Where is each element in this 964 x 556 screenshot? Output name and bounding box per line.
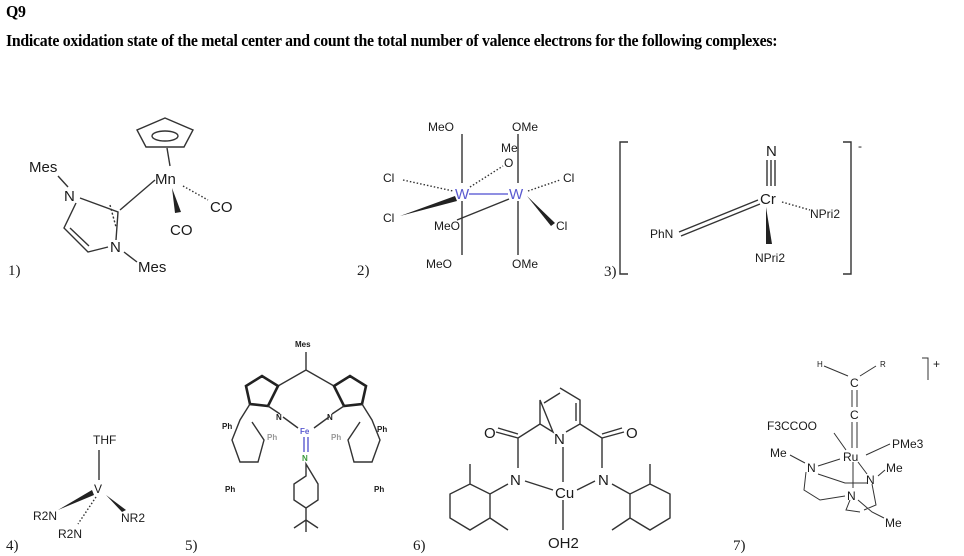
atom-label: MeO [428, 120, 454, 134]
atom-label: OMe [512, 120, 538, 134]
atom-label: Cl [563, 171, 574, 185]
atom-label: Ph [267, 433, 277, 442]
atom-label: OH2 [548, 535, 579, 552]
atom-label: Ph [377, 425, 387, 434]
atom-label: N [64, 188, 75, 205]
atom-label: Mes [295, 340, 311, 349]
atom-label: PMe3 [892, 437, 924, 451]
complex-number: 6) [413, 538, 426, 554]
atom-label: N [598, 472, 609, 489]
charge: + [933, 357, 940, 371]
complex-number: 5) [185, 538, 198, 554]
atom-label: PhN [650, 227, 673, 241]
cp-ring [136, 117, 194, 148]
atom-label: R2N [33, 509, 57, 523]
atom-label: MeO [426, 257, 452, 271]
atom-label: OMe [512, 257, 538, 271]
atom-label: THF [93, 433, 116, 447]
complex-6: N O O N N Cu OH2 6) [413, 387, 671, 554]
atom-label: Ph [225, 485, 235, 494]
atom-label: Mes [29, 159, 57, 176]
wedge-bond [172, 188, 181, 213]
atom-label: Cl [383, 211, 394, 225]
complex-3: - N Cr NPri2 PhN NPri2 3) [604, 139, 862, 280]
atom-label: Me [885, 516, 902, 530]
atom-label: N [510, 472, 521, 489]
atom-label: W [455, 186, 470, 203]
atom-label: O [484, 425, 496, 442]
atom-label: Cu [555, 485, 574, 502]
atom-label: Ph [331, 433, 341, 442]
atom-label: O [504, 156, 513, 170]
question-number: Q9 [6, 2, 26, 21]
atom-label: R2N [58, 527, 82, 541]
atom-label: N [847, 489, 856, 503]
atom-label: Me [770, 446, 787, 460]
question-instruction: Indicate oxidation state of the metal ce… [6, 31, 778, 50]
complex-1: Mn Mes N N Mes CO CO 1) [8, 117, 233, 279]
atom-label: Cl [383, 171, 394, 185]
atom-label: Cr [760, 191, 776, 208]
atom-label: Ph [374, 485, 384, 494]
atom-label: N [276, 413, 282, 422]
atom-label: N [766, 143, 777, 160]
brackets [619, 141, 852, 275]
atom-label: N [110, 239, 121, 256]
complex-number: 3) [604, 264, 617, 280]
cp-aromatic-circle [151, 130, 179, 142]
atom-label: N [554, 431, 565, 448]
atom-label: Fe [300, 427, 310, 436]
atom-label: O [626, 425, 638, 442]
atom-label: Me [501, 141, 518, 155]
atom-label: F3CCOO [767, 419, 817, 433]
atom-label: NPri2 [755, 251, 785, 265]
atom-label: Me [886, 461, 903, 475]
atom-label: R [880, 360, 886, 369]
complex-5: Mes N N Fe Ph Ph Ph Ph Ph Ph N 5) [185, 340, 387, 554]
atom-label: Mn [155, 171, 176, 188]
atom-label: Mes [138, 259, 166, 276]
atom-label: Ru [843, 450, 858, 464]
atom-label: C [850, 376, 859, 390]
atom-label: C [850, 408, 859, 422]
atom-label: N [327, 413, 333, 422]
complex-number: 2) [357, 263, 370, 279]
atom-label: N [807, 461, 816, 475]
complex-number: 4) [6, 538, 19, 554]
atom-label: NR2 [121, 511, 145, 525]
complex-2: MeO OMe Me O Cl Cl Cl Cl MeO MeO OMe W W… [357, 120, 574, 279]
charge: - [858, 139, 862, 153]
complex-7: H R + C C F3CCOO PMe3 Me Ru N N Me N Me … [733, 357, 940, 554]
atom-label: CO [170, 222, 193, 239]
complex-number: 7) [733, 538, 746, 554]
atom-label: H [817, 360, 823, 369]
atom-label: N [302, 454, 308, 463]
atom-label: W [509, 186, 524, 203]
atom-label: Cl [556, 219, 567, 233]
atom-label: NPri2 [810, 207, 840, 221]
atom-label: MeO [434, 219, 460, 233]
complex-number: 1) [8, 263, 21, 279]
atom-label: Ph [222, 422, 232, 431]
atom-label: CO [210, 199, 233, 216]
atom-label: N [866, 473, 875, 487]
atom-label: V [94, 482, 102, 496]
complex-4: THF V R2N NR2 R2N 4) [6, 433, 145, 554]
